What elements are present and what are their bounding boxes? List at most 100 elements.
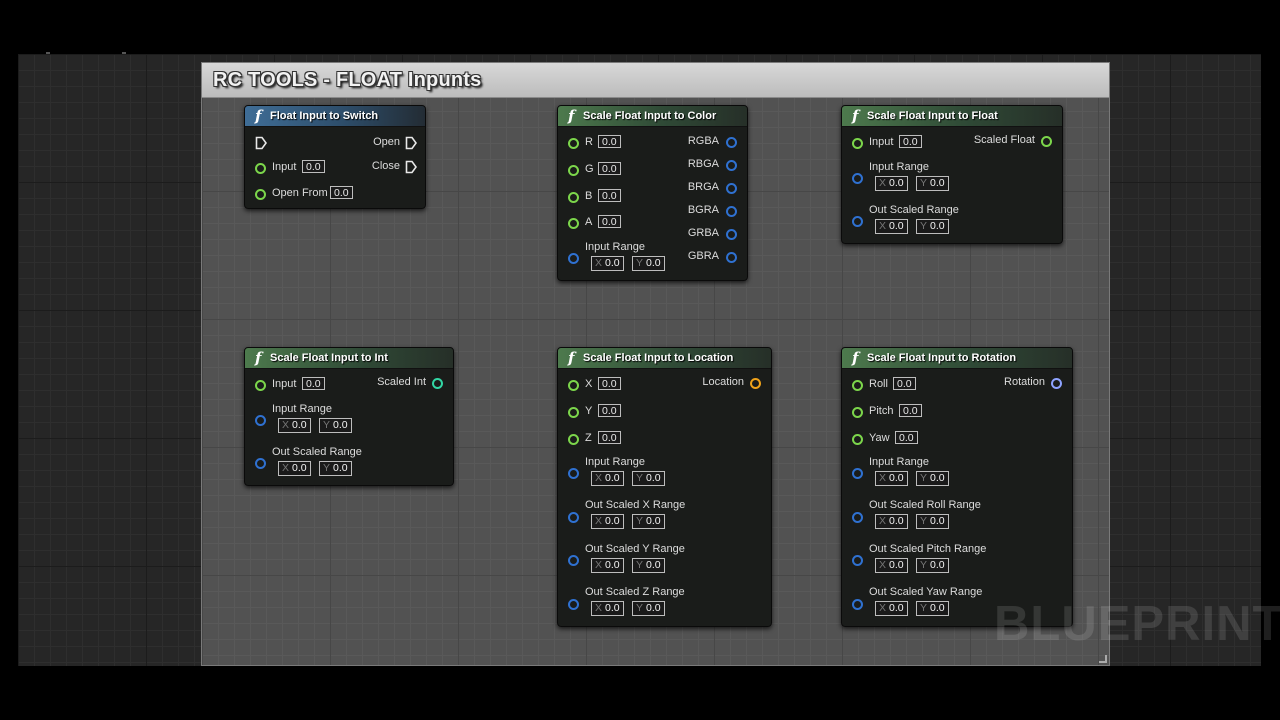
node-scale-float-to-float[interactable]: f Scale Float Input to Float Input 0.0 S… (841, 105, 1063, 244)
struct-pin-icon[interactable] (852, 599, 863, 610)
struct-pin-icon[interactable] (852, 216, 863, 227)
b-value-field[interactable]: 0.0 (598, 189, 621, 202)
g-value-field[interactable]: 0.0 (598, 162, 621, 175)
struct-pin-icon[interactable] (726, 183, 737, 194)
float-pin-icon[interactable] (568, 165, 579, 176)
float-pin-icon[interactable] (255, 189, 266, 200)
node-scale-float-to-location[interactable]: f Scale Float Input to Location X 0.0 Y … (557, 347, 772, 627)
z-value-field[interactable]: 0.0 (598, 431, 621, 444)
float-pin-icon[interactable] (255, 163, 266, 174)
pin-label-input-range: Input Range (869, 161, 929, 173)
pin-label-input: Input (272, 161, 297, 173)
struct-pin-icon[interactable] (568, 468, 579, 479)
node-scale-float-to-rotation[interactable]: f Scale Float Input to Rotation Roll 0.0… (841, 347, 1073, 627)
node-header[interactable]: f Scale Float Input to Float (842, 106, 1062, 127)
struct-pin-icon[interactable] (726, 160, 737, 171)
struct-pin-icon[interactable] (726, 229, 737, 240)
struct-pin-icon[interactable] (852, 173, 863, 184)
node-header[interactable]: f Scale Float Input to Int (245, 348, 453, 369)
node-title: Scale Float Input to Color (583, 110, 717, 122)
float-pin-icon[interactable] (568, 434, 579, 445)
struct-pin-icon[interactable] (568, 512, 579, 523)
struct-pin-icon[interactable] (255, 415, 266, 426)
yaw-value-field[interactable]: 0.0 (895, 431, 918, 444)
node-scale-float-to-color[interactable]: f Scale Float Input to Color R 0.0 G 0.0… (557, 105, 748, 281)
float-pin-icon[interactable] (568, 138, 579, 149)
pin-label-out-scaled-yaw-range: Out Scaled Yaw Range (869, 586, 983, 598)
struct-pin-icon[interactable] (852, 555, 863, 566)
rotator-pin-icon[interactable] (1051, 378, 1062, 389)
pin-label-out-scaled-z-range: Out Scaled Z Range (585, 586, 685, 598)
node-header[interactable]: f Scale Float Input to Rotation (842, 348, 1072, 369)
float-pin-icon[interactable] (852, 138, 863, 149)
open-from-value-field[interactable]: 0.0 (330, 186, 353, 199)
node-header[interactable]: f Scale Float Input to Location (558, 348, 771, 369)
struct-pin-icon[interactable] (726, 252, 737, 263)
input-value-field[interactable]: 0.0 (302, 377, 325, 390)
float-pin-icon[interactable] (568, 407, 579, 418)
struct-pin-icon[interactable] (568, 253, 579, 264)
struct-pin-icon[interactable] (568, 599, 579, 610)
struct-pin-icon[interactable] (568, 555, 579, 566)
y-value-field[interactable]: 0.0 (598, 404, 621, 417)
r-value-field[interactable]: 0.0 (598, 135, 621, 148)
roll-value-field[interactable]: 0.0 (893, 377, 916, 390)
float-pin-icon[interactable] (852, 434, 863, 445)
float-pin-icon[interactable] (852, 407, 863, 418)
struct-pin-icon[interactable] (852, 468, 863, 479)
input-value-field[interactable]: 0.0 (302, 160, 325, 173)
struct-pin-icon[interactable] (726, 137, 737, 148)
pin-label-yaw: Yaw (869, 432, 890, 444)
a-value-field[interactable]: 0.0 (598, 215, 621, 228)
float-pin-icon[interactable] (568, 218, 579, 229)
float-pin-icon[interactable] (852, 380, 863, 391)
float-pin-icon[interactable] (1041, 136, 1052, 147)
pin-label-pitch: Pitch (869, 405, 894, 417)
float-pin-icon[interactable] (568, 380, 579, 391)
float-pin-icon[interactable] (568, 192, 579, 203)
struct-pin-icon[interactable] (852, 512, 863, 523)
pin-label-r: R (585, 136, 593, 148)
node-scale-float-to-int[interactable]: f Scale Float Input to Int Input 0.0 Sca… (244, 347, 454, 486)
int-pin-icon[interactable] (432, 378, 443, 389)
pitch-value-field[interactable]: 0.0 (899, 404, 922, 417)
struct-pin-icon[interactable] (726, 206, 737, 217)
struct-pin-icon[interactable] (255, 458, 266, 469)
comment-header[interactable]: RC TOOLS - FLOAT Inpunts (202, 63, 1109, 98)
comment-resize-handle[interactable] (1099, 655, 1107, 663)
node-header[interactable]: f Scale Float Input to Color (558, 106, 747, 127)
input-value-field[interactable]: 0.0 (899, 135, 922, 148)
node-header[interactable]: f Float Input to Switch (245, 106, 425, 127)
node-float-input-to-switch[interactable]: f Float Input to Switch Open Close Input… (244, 105, 426, 209)
vector-pin-icon[interactable] (750, 378, 761, 389)
float-pin-icon[interactable] (255, 380, 266, 391)
output-label-rbga: RBGA (687, 158, 719, 170)
x-value-field[interactable]: 0.0 (598, 377, 621, 390)
